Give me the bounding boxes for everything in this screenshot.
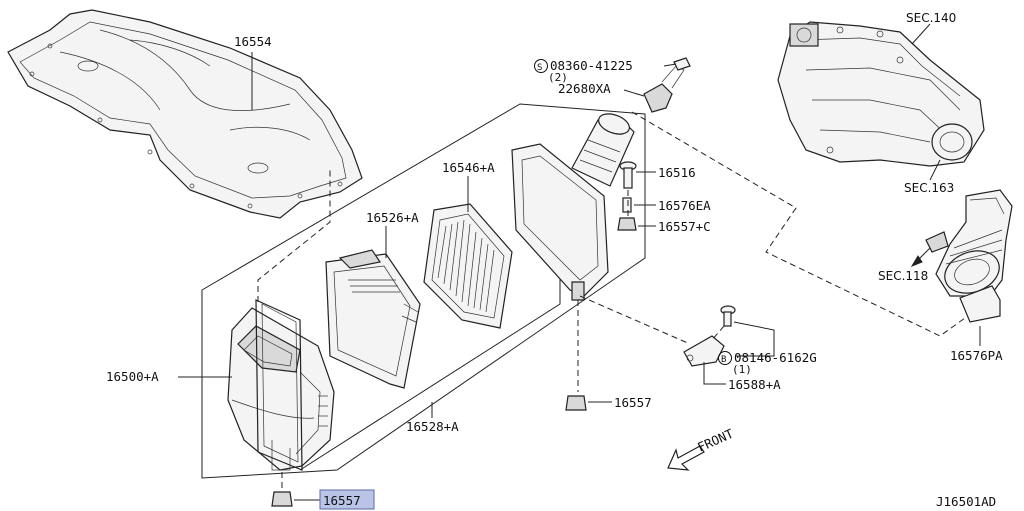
upper-case-part[interactable] xyxy=(511,110,635,301)
bolt-08146-part[interactable] xyxy=(720,305,736,327)
leader-08360 xyxy=(663,63,677,67)
label-sec163[interactable]: SEC.163 xyxy=(904,181,954,195)
label-08146-qty: (1) xyxy=(732,363,752,376)
label-sec140[interactable]: SEC.140 xyxy=(906,11,956,25)
label-16588a[interactable]: 16588+A xyxy=(728,377,781,392)
seal-frame-part[interactable] xyxy=(255,299,303,471)
label-16546a[interactable]: 16546+A xyxy=(442,160,495,175)
label-08360-qty: (2) xyxy=(548,71,568,84)
label-16557-bottom[interactable]: 16557 xyxy=(323,493,361,508)
leader-16588a xyxy=(703,362,726,385)
intake-manifold-part[interactable] xyxy=(777,21,985,167)
assembly-outline xyxy=(201,103,646,479)
label-08360-41225[interactable]: 08360-41225 xyxy=(550,58,633,73)
air-duct-part[interactable] xyxy=(925,189,1013,323)
leader-sec140 xyxy=(911,23,931,45)
grommet-mid-part[interactable] xyxy=(565,395,587,411)
label-16557c[interactable]: 16557+C xyxy=(658,219,711,234)
grommet-bottom-part[interactable] xyxy=(271,491,293,507)
highlight-16557-bottom xyxy=(319,489,375,510)
label-16528a[interactable]: 16528+A xyxy=(406,419,459,434)
label-16557-mid[interactable]: 16557 xyxy=(614,395,652,410)
sec118-arrow-icon xyxy=(910,247,931,268)
drawing-code: J16501AD xyxy=(936,494,996,509)
dash-maf-to-duct xyxy=(631,111,991,337)
label-16554[interactable]: 16554 xyxy=(234,34,272,49)
b-marker: B xyxy=(721,355,726,365)
label-sec118[interactable]: SEC.118 xyxy=(878,269,928,283)
maf-sensor-part[interactable] xyxy=(643,65,685,113)
b-marker-circle xyxy=(718,351,732,365)
leader-08146 xyxy=(733,321,775,357)
label-16576pa[interactable]: 16576PA xyxy=(950,348,1003,363)
label-16516[interactable]: 16516 xyxy=(658,165,696,180)
label-16500a[interactable]: 16500+A xyxy=(106,369,159,384)
s-marker-circle xyxy=(534,59,548,73)
bolt-16516-part[interactable] xyxy=(619,161,637,189)
lower-case-part[interactable] xyxy=(227,307,335,471)
filter-element-part[interactable] xyxy=(423,203,513,329)
front-arrow-icon xyxy=(667,445,705,471)
grommet-c-part[interactable] xyxy=(617,217,637,231)
dash-case-to-bracket xyxy=(579,295,691,345)
s-marker: S xyxy=(537,63,542,73)
leader-22680xa xyxy=(623,89,645,97)
dash-lower-to-cover xyxy=(257,170,331,302)
bracket-part[interactable] xyxy=(683,335,725,367)
label-16526a[interactable]: 16526+A xyxy=(366,210,419,225)
filter-frame-part[interactable] xyxy=(325,249,421,389)
label-08146-6162g[interactable]: 08146-6162G xyxy=(734,350,817,365)
label-22680xa[interactable]: 22680XA xyxy=(558,81,611,96)
dash-bolt-to-bracket xyxy=(711,325,725,341)
leader-sec163 xyxy=(929,159,941,181)
collar-part[interactable] xyxy=(622,197,632,213)
label-16576ea[interactable]: 16576EA xyxy=(658,198,711,213)
engine-cover-part[interactable] xyxy=(7,9,363,219)
front-label: FRONT xyxy=(695,426,736,455)
bolt-08360-part[interactable] xyxy=(673,57,691,71)
